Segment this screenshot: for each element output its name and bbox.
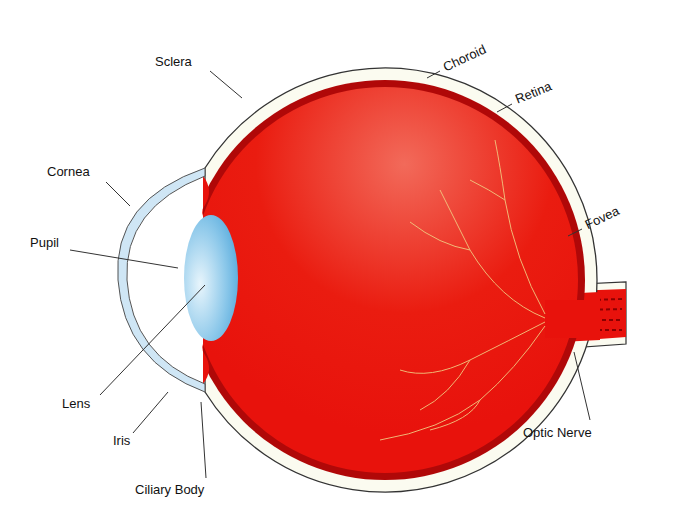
ciliary-body-top [202, 176, 209, 222]
retinal-vessels [380, 140, 545, 440]
part-label: Cornea [47, 164, 90, 180]
part-label: Sclera [155, 54, 192, 70]
part-label: Choroid [441, 42, 489, 76]
leader-lines [70, 71, 590, 478]
retina-body [203, 87, 578, 473]
part-label: Retina [513, 79, 554, 108]
part-label: Optic Nerve [523, 425, 592, 441]
part-label: Ciliary Body [135, 482, 204, 498]
lens [184, 215, 238, 341]
part-label: Pupil [30, 235, 59, 251]
choroid [203, 80, 585, 480]
optic-disc [545, 300, 585, 338]
part-label: Iris [113, 433, 130, 449]
ciliary-body [202, 338, 209, 384]
part-label: Lens [62, 396, 90, 412]
part-label: Fovea [582, 203, 621, 233]
